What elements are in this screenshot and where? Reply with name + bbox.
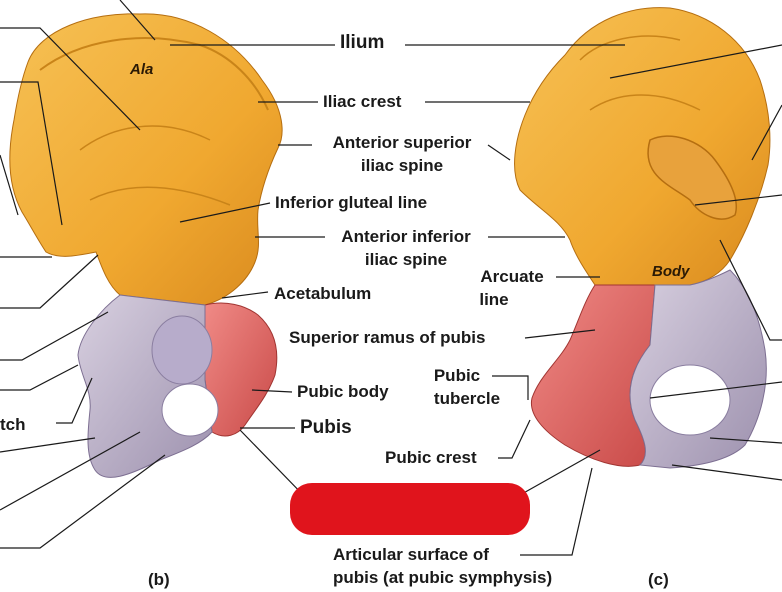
- right-hip-bone: [514, 7, 771, 469]
- left-obturator-foramen: [161, 383, 219, 437]
- label-inferior-gluteal-line: Inferior gluteal line: [275, 193, 428, 212]
- label-pubis: Pubis: [300, 417, 352, 438]
- label-aiis-line2: iliac spine: [364, 250, 448, 269]
- label-pubic-tubercle-line2: tubercle: [433, 389, 501, 408]
- panel-label-c: (c): [648, 570, 669, 589]
- label-articular-surface-line2: pubis (at pubic symphysis): [333, 568, 553, 587]
- label-superior-ramus-of-pubis: Superior ramus of pubis: [289, 328, 486, 347]
- right-iliac-fossa-shadow: [579, 35, 701, 111]
- right-auricular-surface: [647, 135, 737, 220]
- left-pubis: [204, 302, 278, 437]
- label-asis-line2: iliac spine: [360, 156, 444, 175]
- label-notch-fragment: tch: [0, 415, 26, 434]
- left-hip-bone: [9, 13, 283, 478]
- label-ilium: Ilium: [340, 32, 385, 53]
- right-obturator-foramen: [649, 364, 731, 436]
- label-arcuate-line2: line: [479, 290, 509, 309]
- label-pubic-crest: Pubic crest: [385, 448, 477, 467]
- left-gluteal-ridge: [79, 125, 231, 206]
- label-acetabulum: Acetabulum: [274, 284, 372, 303]
- right-ilium: [514, 7, 771, 286]
- panel-label-b: (b): [148, 570, 170, 589]
- left-acetabulum-cup: [151, 315, 213, 385]
- label-arcuate-line1: Arcuate: [480, 267, 544, 286]
- left-ilium: [9, 13, 283, 306]
- label-body: Body: [652, 263, 690, 280]
- left-ilium-crest-shadow: [39, 37, 269, 111]
- leader-lines: [0, 0, 782, 556]
- label-iliac-crest: Iliac crest: [323, 92, 402, 111]
- label-ala: Ala: [130, 61, 154, 78]
- label-asis-line1: Anterior superior: [332, 133, 472, 152]
- label-articular-surface-line1: Articular surface of: [333, 545, 489, 564]
- label-pubic-body: Pubic body: [297, 382, 389, 401]
- label-aiis-line1: Anterior inferior: [341, 227, 471, 246]
- label-pubic-tubercle-line1: Pubic: [433, 366, 481, 385]
- redaction-bar: [290, 483, 530, 535]
